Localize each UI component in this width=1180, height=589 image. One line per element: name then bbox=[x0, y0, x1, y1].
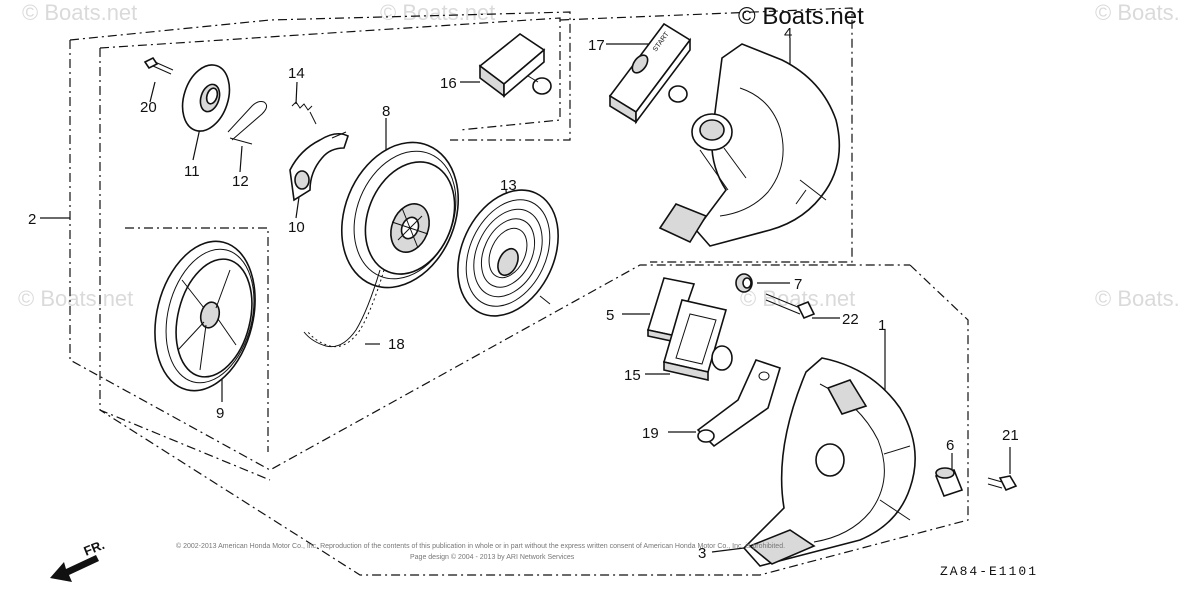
part-holder-15 bbox=[662, 299, 733, 382]
watermark-text: © Boats.net bbox=[1095, 0, 1180, 25]
label-part-8: 8 bbox=[382, 103, 390, 120]
part-cap-11 bbox=[181, 64, 231, 132]
leader-lines bbox=[40, 38, 1011, 553]
label-part-10: 10 bbox=[288, 219, 305, 236]
label-part-3: 3 bbox=[698, 545, 706, 562]
part-bolt-21 bbox=[987, 475, 1018, 492]
part-collar-6 bbox=[934, 467, 964, 497]
front-direction-marker: FR. bbox=[50, 537, 107, 582]
label-part-17: 17 bbox=[588, 37, 605, 54]
label-part-14: 14 bbox=[288, 65, 305, 82]
part-number-labels: 2 20 11 12 14 10 8 13 16 17 4 18 9 5 7 2… bbox=[28, 25, 1019, 562]
label-part-7: 7 bbox=[794, 276, 802, 293]
part-rope-18 bbox=[303, 269, 385, 348]
diagram-code: ZA84-E1101 bbox=[940, 564, 1038, 579]
label-part-19: 19 bbox=[642, 425, 659, 442]
label-part-16: 16 bbox=[440, 75, 457, 92]
label-part-1: 1 bbox=[878, 317, 886, 334]
part-clip-12 bbox=[227, 101, 268, 145]
brand-watermark: © Boats.net bbox=[738, 3, 864, 30]
part-grip-16 bbox=[478, 33, 552, 98]
assembly-outlines bbox=[69, 7, 969, 576]
part-handle-17: START bbox=[608, 22, 692, 125]
part-reel-8 bbox=[340, 141, 460, 289]
label-part-5: 5 bbox=[606, 307, 614, 324]
part-ratchet-10 bbox=[289, 131, 349, 202]
part-bracket-19 bbox=[696, 359, 781, 448]
label-part-2: 2 bbox=[28, 211, 36, 228]
label-part-6: 6 bbox=[946, 437, 954, 454]
part-case-1 bbox=[742, 357, 916, 567]
part-spring-13 bbox=[457, 189, 559, 317]
label-part-15: 15 bbox=[624, 367, 641, 384]
copyright-line-2: Page design © 2004 - 2013 by ARI Network… bbox=[410, 553, 575, 561]
watermark-text: © Boats.net bbox=[22, 0, 137, 25]
part-cover-4 bbox=[658, 43, 841, 247]
watermark-text: © Boats.net bbox=[380, 0, 495, 25]
label-part-9: 9 bbox=[216, 405, 224, 422]
label-part-12: 12 bbox=[232, 173, 249, 190]
label-part-21: 21 bbox=[1002, 427, 1019, 444]
label-part-13: 13 bbox=[500, 177, 517, 194]
part-spring-14 bbox=[291, 101, 317, 125]
label-part-20: 20 bbox=[140, 99, 157, 116]
part-nut-7 bbox=[735, 273, 753, 293]
watermark-text: © Boats.net bbox=[1095, 286, 1180, 311]
label-part-4: 4 bbox=[784, 25, 792, 42]
label-part-11: 11 bbox=[184, 163, 200, 180]
part-pulley-9 bbox=[154, 240, 256, 392]
part-plate-5 bbox=[646, 277, 696, 343]
copyright-line-1: © 2002-2013 American Honda Motor Co., In… bbox=[176, 542, 785, 550]
watermark-text: © Boats.net bbox=[18, 286, 133, 311]
label-part-18: 18 bbox=[388, 336, 405, 353]
part-bolt-22 bbox=[765, 293, 816, 320]
fr-label: FR. bbox=[82, 537, 107, 559]
part-bolt-20 bbox=[143, 56, 174, 75]
label-part-22: 22 bbox=[842, 311, 859, 328]
